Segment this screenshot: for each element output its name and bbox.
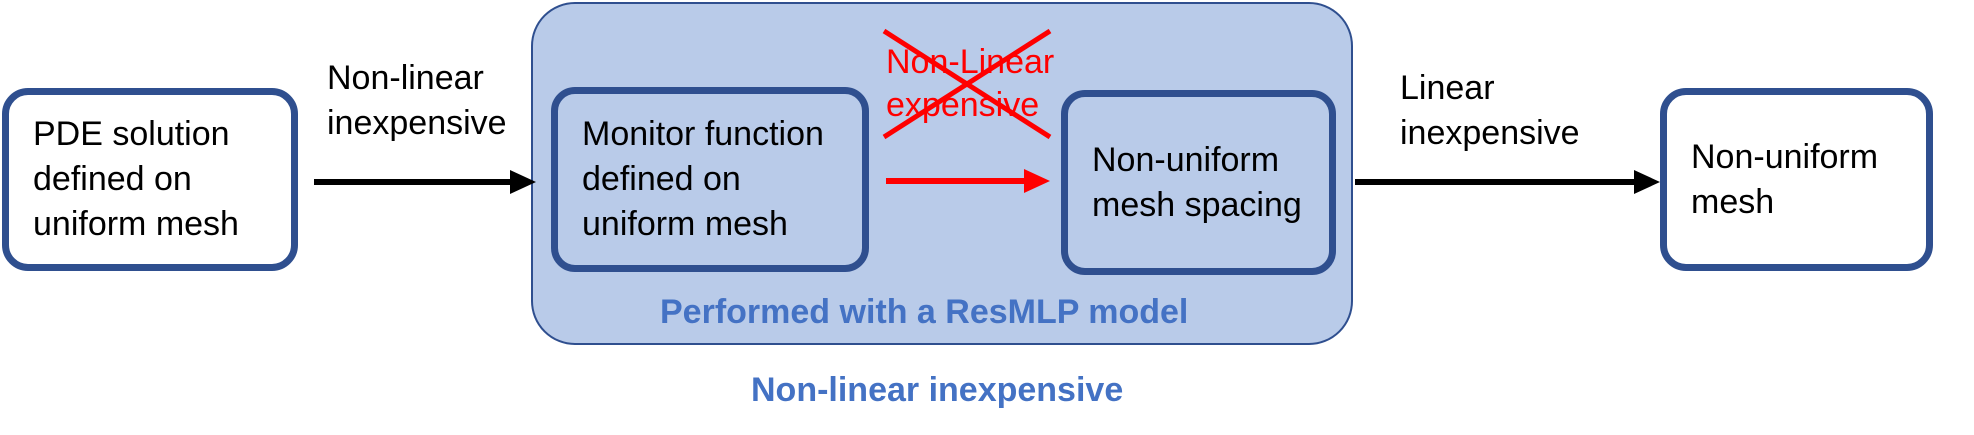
cross-out-mark (882, 28, 1052, 140)
pde-to-model-edge-label: Non-linear inexpensive (327, 59, 507, 142)
non-uniform-mesh-label: Non-uniform mesh (1691, 137, 1879, 221)
arrow-model-to-mesh (1355, 170, 1660, 194)
diagram-subtitle: Non-linear inexpensive (751, 371, 1124, 409)
group-caption: Performed with a ResMLP model (660, 293, 1189, 331)
arrow-monitor-to-spacing (886, 169, 1050, 193)
pde-solution-label: PDE solution defined on uniform mesh (33, 115, 239, 243)
monitor-function-label: Monitor function defined on uniform mesh (582, 115, 824, 243)
crossed-out-edge-label: Non-Linear expensive (886, 43, 1055, 124)
arrow-pde-to-model (314, 170, 536, 194)
mesh-spacing-label: Non-uniform mesh spacing (1092, 140, 1302, 224)
non-uniform-mesh-box: Non-uniform mesh (1660, 88, 1933, 271)
pde-solution-box: PDE solution defined on uniform mesh (2, 88, 298, 271)
monitor-function-box: Monitor function defined on uniform mesh (551, 87, 869, 272)
mesh-spacing-box: Non-uniform mesh spacing (1061, 90, 1336, 275)
model-to-mesh-edge-label: Linear inexpensive (1400, 69, 1580, 152)
